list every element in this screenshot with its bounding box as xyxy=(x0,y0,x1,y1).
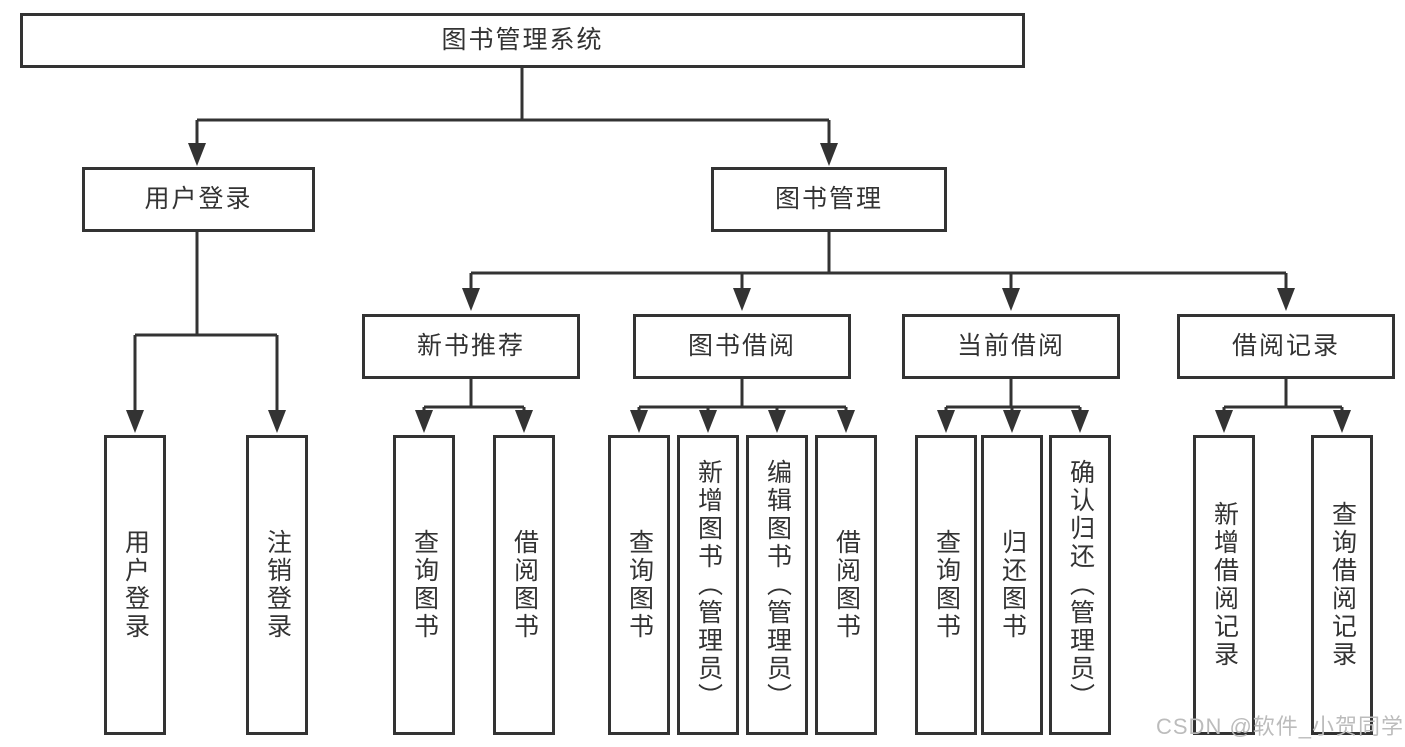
leaf-query-books-recommend: 查询图书 xyxy=(393,435,455,735)
leaf-add-book-admin: 新增图书（管理员） xyxy=(677,435,739,735)
leaf-user-login: 用户登录 xyxy=(104,435,166,735)
node-current-borrowing: 当前借阅 xyxy=(902,314,1120,379)
node-book-management: 图书管理 xyxy=(711,167,947,232)
leaf-query-borrow-record: 查询借阅记录 xyxy=(1311,435,1373,735)
leaf-borrow-books-recommend: 借阅图书 xyxy=(493,435,555,735)
node-book-borrowing: 图书借阅 xyxy=(633,314,851,379)
node-library-management-system: 图书管理系统 xyxy=(20,13,1025,68)
csdn-watermark: CSDN @软件_小贺同学 xyxy=(1156,714,1405,739)
leaf-return-book: 归还图书 xyxy=(981,435,1043,735)
leaf-borrow-books-borrowing: 借阅图书 xyxy=(815,435,877,735)
leaf-query-books-current: 查询图书 xyxy=(915,435,977,735)
leaf-confirm-return-admin: 确认归还（管理员） xyxy=(1049,435,1111,735)
node-user-login: 用户登录 xyxy=(82,167,315,232)
leaf-query-books-borrowing: 查询图书 xyxy=(608,435,670,735)
leaf-logout: 注销登录 xyxy=(246,435,308,735)
leaf-edit-book-admin: 编辑图书（管理员） xyxy=(746,435,808,735)
node-new-book-recommendation: 新书推荐 xyxy=(362,314,580,379)
leaf-add-borrow-record: 新增借阅记录 xyxy=(1193,435,1255,735)
node-borrowing-records: 借阅记录 xyxy=(1177,314,1395,379)
